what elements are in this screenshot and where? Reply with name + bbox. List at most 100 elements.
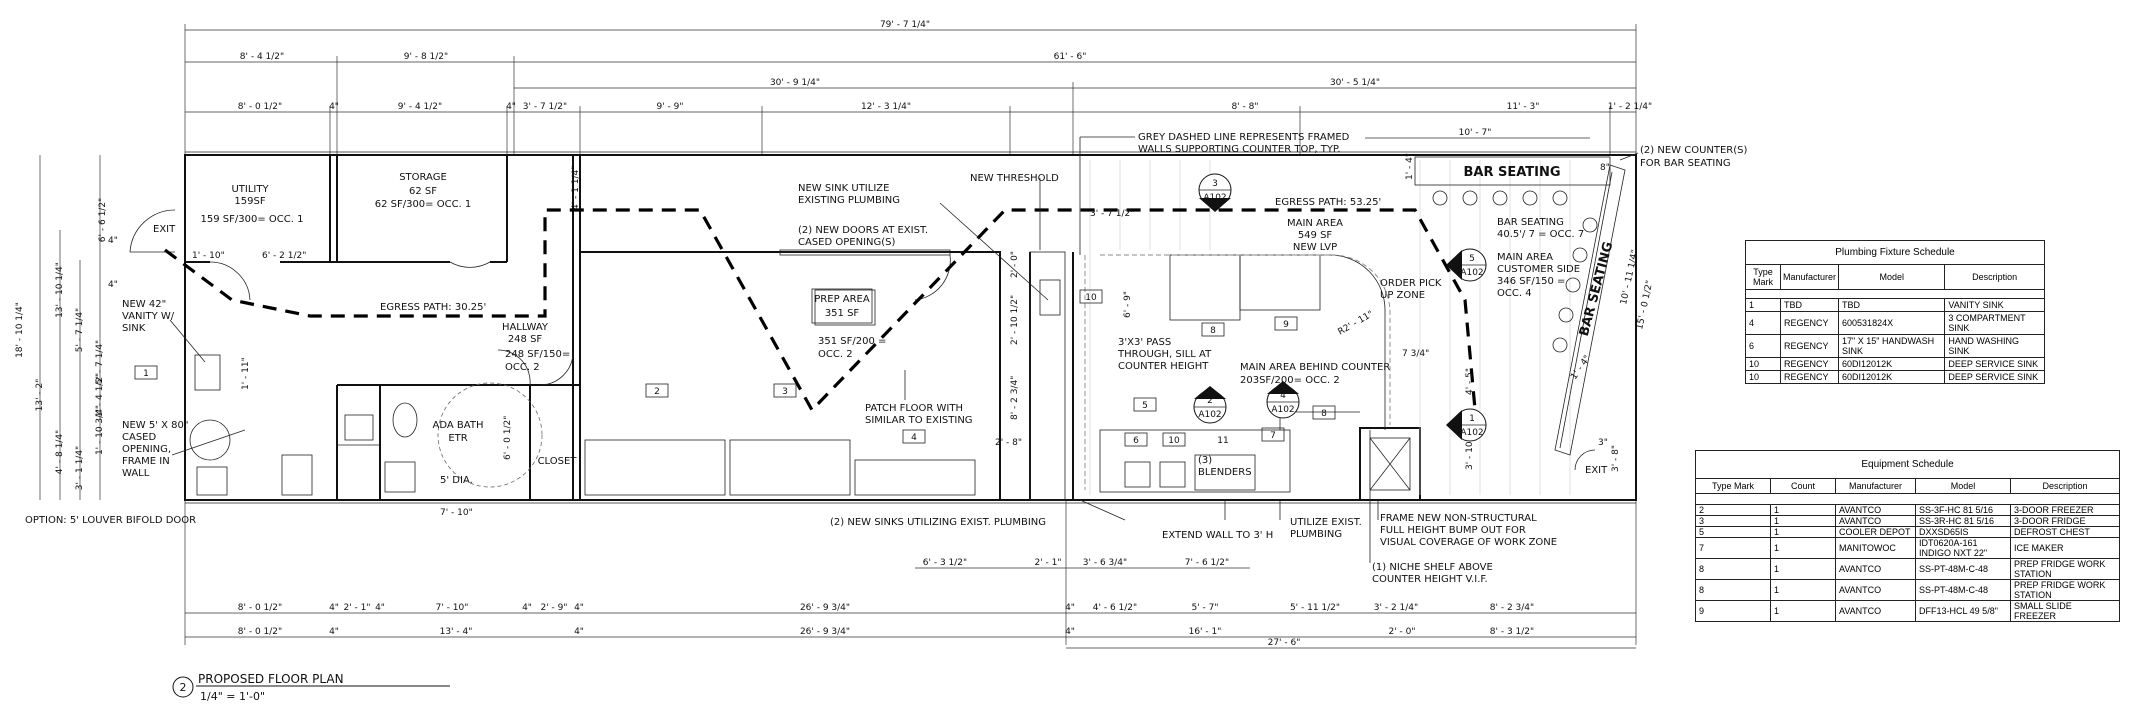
tag-10-a: 10 — [1085, 293, 1097, 303]
tag-6: 6 — [1133, 436, 1139, 446]
room-main-customer-3: 346 SF/150 = — [1497, 276, 1565, 287]
table-cell: REGENCY — [1779, 311, 1840, 335]
svg-text:A102: A102 — [1460, 428, 1483, 438]
note-new-sink-1: NEW SINK UTILIZE — [798, 183, 889, 194]
dim-bot2-8: 2' - 0" — [1388, 627, 1415, 637]
dim-row4-3: 4" — [506, 102, 516, 112]
room-behind-counter-1: MAIN AREA BEHIND COUNTER — [1240, 362, 1390, 373]
tag-8-b: 8 — [1321, 409, 1327, 419]
table-cell: VANITY SINK — [1944, 298, 2045, 312]
dim-bot2-0: 8' - 0 1/2" — [238, 627, 282, 637]
note-new-sink-2: EXISTING PLUMBING — [798, 195, 900, 206]
dim-misc-5: 4' - 1 1/4" — [571, 166, 581, 210]
table-cell: 1 — [1770, 600, 1836, 622]
room-closet: CLOSET — [538, 456, 578, 467]
table-cell: SS-3R-HC 81 5/16 — [1915, 515, 2011, 527]
svg-text:5: 5 — [1469, 254, 1475, 264]
equipment-th-description: Description — [2010, 478, 2120, 494]
dim-misc-23: 10' - 11 1/4" — [1619, 249, 1640, 306]
section-marks: 3 A102 5 A102 2 A102 4 A102 — [1193, 173, 1487, 442]
dim-3-6-3-4: 3' - 6 3/4" — [1083, 558, 1127, 568]
dim-misc-9: 2' - 0" — [1010, 251, 1020, 278]
dim-misc-10: 8' - 2 3/4" — [1010, 376, 1020, 420]
tag-11: 11 — [1217, 436, 1228, 446]
exit-upper: EXIT — [153, 224, 176, 235]
tag-2: 2 — [654, 387, 660, 397]
order-pickup-1: ORDER PICK — [1380, 278, 1442, 289]
room-storage-occ: 62 SF/300= OCC. 1 — [375, 199, 472, 210]
tag-3: 3 — [782, 387, 788, 397]
room-bar-occ-2: 40.5'/ 7 = OCC. 7 — [1497, 229, 1584, 240]
table-cell: 17" X 15" HANDWASH SINK — [1838, 334, 1946, 358]
dim-row4-0: 8' - 0 1/2" — [238, 102, 282, 112]
dim-bot1-10: 4' - 6 1/2" — [1093, 603, 1137, 613]
dim-row3-0: 30' - 9 1/4" — [770, 78, 820, 88]
note-extend-wall: EXTEND WALL TO 3' H — [1162, 530, 1273, 541]
plumbing-header-row: Type Mark Manufacturer Model Description — [1745, 264, 2045, 290]
dim-7-6-1-2: 7' - 6 1/2" — [1185, 558, 1229, 568]
dim-bot1-5: 4" — [522, 603, 532, 613]
dim-left-5: 4' - 8 1/4" — [55, 430, 65, 474]
table-cell: 60DI12012K — [1838, 370, 1946, 384]
note-pass-through-3: COUNTER HEIGHT — [1118, 361, 1209, 372]
dim-2-1: 2' - 1" — [1034, 558, 1061, 568]
table-cell: 1 — [1770, 537, 1836, 559]
dim-overall: 79' - 7 1/4" — [880, 20, 930, 30]
room-hallway-occ-1: 248 SF/150= — [505, 349, 570, 360]
tag-7: 7 — [1270, 431, 1276, 441]
table-cell: 3 — [1695, 515, 1771, 527]
dim-bot2-2: 13' - 4" — [440, 627, 473, 637]
room-behind-counter-2: 203SF/200= OCC. 2 — [1240, 375, 1340, 386]
equipment-th-count: Count — [1770, 478, 1836, 494]
note-frame-2: FULL HEIGHT BUMP OUT FOR — [1380, 525, 1526, 536]
dim-misc-19: 4' - 5" — [1465, 368, 1475, 395]
bar-stools — [1432, 190, 1598, 353]
plumbing-fixture-schedule: Plumbing Fixture Schedule Type Mark Manu… — [1745, 240, 2045, 384]
plumbing-th-manufacturer: Manufacturer — [1779, 264, 1840, 290]
title-number: 2 — [180, 681, 187, 694]
note-niche-2: COUNTER HEIGHT V.I.F. — [1372, 574, 1488, 585]
table-cell: 6 — [1745, 334, 1781, 358]
room-main-customer-1: MAIN AREA — [1497, 252, 1553, 263]
table-cell: 600531824X — [1838, 311, 1946, 335]
dim-misc-27: 8" — [1600, 163, 1610, 173]
note-frame-3: VISUAL COVERAGE OF WORK ZONE — [1380, 537, 1557, 548]
section-mark-4: 4 A102 — [1266, 381, 1300, 419]
exit-lower: EXIT — [1585, 465, 1608, 476]
note-louver: OPTION: 5' LOUVER BIFOLD DOOR — [25, 515, 196, 526]
table-cell: PREP FRIDGE WORK STATION — [2010, 558, 2120, 580]
equipment-header-row: Type Mark Count Manufacturer Model Descr… — [1695, 478, 2120, 494]
dim-bot2-5: 4" — [1065, 627, 1075, 637]
dim-misc-22: 1' - 4" — [1405, 153, 1415, 180]
svg-text:2: 2 — [1207, 396, 1213, 406]
dim-left-9: 6' - 6 1/2" — [98, 198, 108, 242]
table-cell: 1 — [1745, 298, 1781, 312]
room-utility-area: 159SF — [234, 196, 265, 207]
note-cased-2: CASED — [122, 432, 156, 443]
plumbing-th-model: Model — [1838, 264, 1946, 290]
fixtures — [189, 279, 1256, 496]
dim-left-4: 5' - 7 1/4" — [95, 340, 105, 384]
dim-bot1-4: 7' - 10" — [436, 603, 469, 613]
table-cell: DXXSD65IS — [1915, 526, 2011, 538]
table-cell: 1 — [1770, 579, 1836, 601]
table-cell: 10 — [1745, 357, 1781, 371]
table-cell: DEFROST CHEST — [2010, 526, 2120, 538]
dim-misc-16: 6' - 9" — [1123, 291, 1133, 318]
dim-misc-11: 2' - 8" — [995, 438, 1022, 448]
table-cell: AVANTCO — [1835, 558, 1916, 580]
dim-misc-8: 2' - 10 1/2" — [1010, 295, 1020, 345]
dim-row4-9: 1' - 2 1/4" — [1608, 102, 1652, 112]
dim-left-3: 5' - 7 1/4" — [75, 308, 85, 352]
dim-bot1-6: 2' - 9" — [540, 603, 567, 613]
walls — [129, 151, 1637, 504]
dim-row2-1: 9' - 8 1/2" — [404, 52, 448, 62]
table-cell: 10 — [1745, 370, 1781, 384]
table-cell: COOLER DEPOT — [1835, 526, 1916, 538]
room-ada-dia: 5' DIA. — [440, 475, 473, 486]
room-main-floor: NEW LVP — [1293, 242, 1337, 253]
note-pass-through-1: 3'X3' PASS — [1118, 337, 1171, 348]
dim-row4-2: 9' - 4 1/2" — [398, 102, 442, 112]
table-cell: SMALL SLIDE FREEZER — [2010, 600, 2120, 622]
